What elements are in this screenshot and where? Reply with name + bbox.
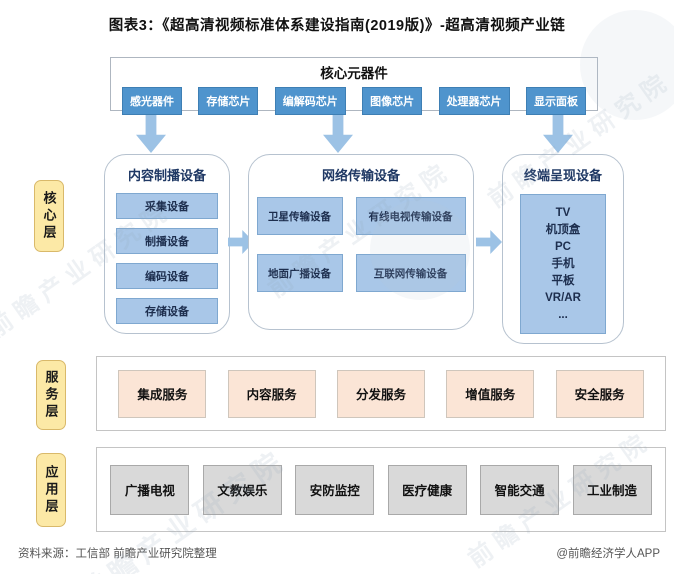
layer-label-application: 应用层 [36, 453, 66, 527]
data-source-note: 资料来源：工信部 前瞻产业研究院整理 [18, 548, 217, 560]
terminal-device-list: TV 机顶盒 PC 手机 平板 VR/AR ... [520, 194, 606, 334]
app-broadcast-tv: 广播电视 [110, 464, 190, 515]
terminal-device-tablet: 平板 [551, 274, 575, 287]
app-security-monitoring: 安防监控 [295, 464, 375, 515]
terminal-device-phone: 手机 [551, 257, 575, 270]
app-medical-health: 医疗健康 [387, 464, 467, 515]
right-arrow-network-to-terminal [476, 230, 502, 254]
item-encoding-equipment: 编码设备 [116, 263, 218, 289]
chip-image: 图像芯片 [362, 87, 423, 115]
item-broadcast-equipment: 制播设备 [116, 228, 218, 254]
app-education-entertainment: 文教娱乐 [202, 464, 282, 515]
network-transmission-title: 网络传输设备 [321, 168, 400, 183]
down-arrow-right [543, 115, 573, 153]
service-security: 安全服务 [555, 369, 644, 418]
item-terrestrial-broadcast: 地面广播设备 [256, 254, 343, 292]
application-layer-band: 广播电视 文教娱乐 安防监控 医疗健康 智能交通 工业制造 [96, 447, 666, 532]
terminal-device-more: ... [558, 308, 568, 321]
layer-label-core: 核心层 [34, 180, 64, 252]
item-cable-tv-transmission: 有线电视传输设备 [355, 197, 466, 235]
terminal-presentation-title: 终端呈现设备 [523, 168, 602, 183]
credit-note: @前瞻经济学人APP [556, 548, 660, 560]
terminal-device-tv: TV [555, 206, 571, 219]
service-distribution: 分发服务 [336, 369, 425, 418]
item-storage-equipment: 存储设备 [116, 298, 218, 324]
terminal-device-pc: PC [555, 240, 571, 253]
chip-sensor: 感光器件 [122, 87, 182, 115]
network-transmission-items: 卫星传输设备 有线电视传输设备 地面广播设备 互联网传输设备 [249, 197, 473, 292]
service-integration: 集成服务 [118, 369, 207, 418]
content-production-title: 内容制播设备 [127, 168, 206, 183]
service-layer-band: 集成服务 内容服务 分发服务 增值服务 安全服务 [96, 356, 666, 431]
terminal-presentation-box: 终端呈现设备 TV 机顶盒 PC 手机 平板 VR/AR ... [502, 154, 624, 344]
terminal-device-settopbox: 机顶盒 [545, 223, 581, 236]
item-internet-transmission: 互联网传输设备 [355, 254, 466, 292]
chart-title: 图表3：《超高清视频标准体系建设指南(2019版)》-超高清视频产业链 [108, 18, 566, 34]
terminal-device-vr-ar: VR/AR [545, 291, 581, 304]
chip-codec: 编解码芯片 [274, 87, 346, 115]
chip-storage: 存储芯片 [198, 87, 259, 115]
chip-processor: 处理器芯片 [438, 87, 510, 115]
app-intelligent-transport: 智能交通 [480, 464, 560, 515]
item-satellite-transmission: 卫星传输设备 [256, 197, 343, 235]
network-transmission-box: 网络传输设备 卫星传输设备 有线电视传输设备 地面广播设备 互联网传输设备 [248, 154, 474, 330]
content-production-box: 内容制播设备 采集设备 制播设备 编码设备 存储设备 [104, 154, 230, 334]
content-production-items: 采集设备 制播设备 编码设备 存储设备 [105, 193, 229, 324]
core-components-box: 核心元器件 感光器件 存储芯片 编解码芯片 图像芯片 处理器芯片 显示面板 [110, 57, 598, 115]
chip-display-panel: 显示面板 [525, 87, 586, 115]
item-capture-equipment: 采集设备 [116, 193, 218, 219]
down-arrow-left [136, 115, 166, 153]
down-arrow-middle [323, 115, 353, 153]
service-value-added: 增值服务 [446, 369, 535, 418]
app-industrial-manufacturing: 工业制造 [572, 464, 652, 515]
layer-label-service: 服务层 [36, 360, 66, 430]
core-components-chips: 感光器件 存储芯片 编解码芯片 图像芯片 处理器芯片 显示面板 [111, 87, 597, 115]
core-components-title: 核心元器件 [320, 66, 388, 81]
service-content: 内容服务 [227, 369, 316, 418]
